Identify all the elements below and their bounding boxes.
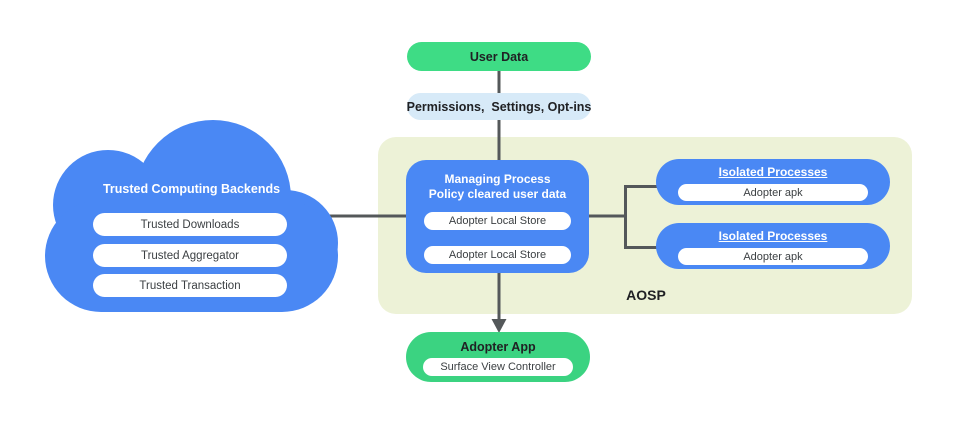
managing-process-title-line1: Managing Process [444, 172, 551, 186]
isolated-process-title: Isolated Processes [718, 165, 828, 179]
adopter-local-store-pill: Adopter Local Store [424, 246, 571, 264]
isolated-process-pill: Isolated Processes Adopter apk [656, 159, 890, 205]
isolated-process-title: Isolated Processes [718, 229, 828, 243]
managing-process-title-line2: Policy cleared user data [428, 187, 567, 201]
trusted-aggregator-pill: Trusted Aggregator [93, 244, 287, 267]
adopter-apk-pill: Adopter apk [678, 184, 868, 201]
trusted-computing-cloud: Trusted Computing Backends Trusted Downl… [45, 120, 338, 312]
adopter-app-title: Adopter App [460, 340, 536, 354]
permissions-label: Permissions, Settings, Opt-ins [406, 99, 592, 114]
arrow-down-icon [491, 319, 507, 333]
adopter-app-pill: Adopter App Surface View Controller [406, 332, 590, 382]
adopter-local-store-pill: Adopter Local Store [424, 212, 571, 230]
surface-view-controller-pill: Surface View Controller [423, 358, 573, 376]
trusted-downloads-pill: Trusted Downloads [93, 213, 287, 236]
permissions-pill: Permissions, Settings, Opt-ins [407, 93, 591, 120]
managing-process-box: Managing Process Policy cleared user dat… [406, 160, 589, 273]
aosp-label: AOSP [626, 287, 666, 303]
cloud-title: Trusted Computing Backends [102, 182, 281, 196]
managing-process-title: Managing Process Policy cleared user dat… [406, 172, 589, 202]
user-data-label: User Data [469, 49, 529, 64]
isolated-process-pill: Isolated Processes Adopter apk [656, 223, 890, 269]
trusted-transaction-pill: Trusted Transaction [93, 274, 287, 297]
user-data-pill: User Data [407, 42, 591, 71]
adopter-apk-pill: Adopter apk [678, 248, 868, 265]
